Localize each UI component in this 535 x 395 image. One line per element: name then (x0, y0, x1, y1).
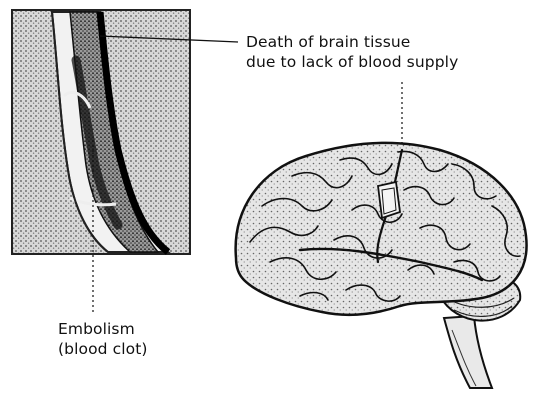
label-embolism-line2: (blood clot) (58, 339, 148, 359)
label-embolism: Embolism (blood clot) (58, 319, 148, 359)
label-death-line2: due to lack of blood supply (246, 52, 458, 72)
label-embolism-line1: Embolism (58, 319, 148, 339)
label-death-of-brain-tissue: Death of brain tissue due to lack of blo… (246, 32, 458, 72)
brain-illustration (236, 143, 527, 388)
label-death-line1: Death of brain tissue (246, 32, 458, 52)
blood-vessel-panel (12, 10, 190, 254)
damaged-tissue-region (378, 182, 400, 218)
